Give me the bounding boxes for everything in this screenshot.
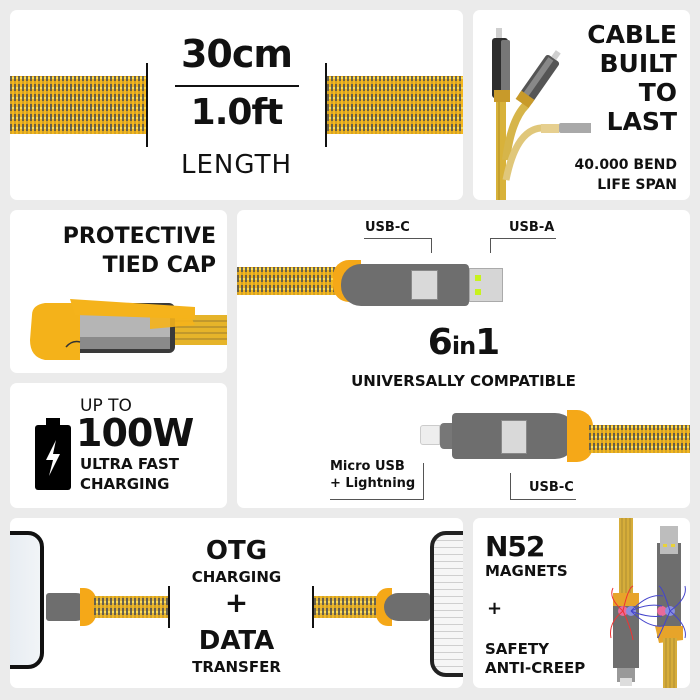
braided-cable-right: [327, 76, 463, 134]
power-prefix: UP TO: [80, 396, 132, 416]
magnets-subtitle: MAGNETS: [485, 562, 568, 580]
cable-cap-image: [30, 299, 227, 360]
subline-line: LIFE SPAN: [597, 177, 677, 193]
power-wattage: 100W: [76, 411, 194, 455]
headline-number-2: 1: [475, 322, 500, 363]
headline-line: CABLE: [587, 20, 677, 49]
otg-cable-right: [314, 596, 388, 618]
subline-line: 40.000 BEND: [574, 157, 677, 173]
otg-marker-right: [312, 586, 314, 628]
anti-creep-feature: SAFETY ANTI-CREEP: [485, 640, 585, 678]
otg-cable-left: [94, 596, 168, 618]
durability-panel: CABLE BUILT TO LAST 40.000 BEND LIFE SPA…: [473, 10, 690, 200]
braided-cable-left: [10, 76, 146, 134]
label-micro-lightning: Micro USB + Lightning: [330, 458, 415, 492]
magnets-plus: +: [487, 598, 503, 619]
otg-title: OTG: [205, 536, 268, 566]
headline-line: LAST: [606, 107, 677, 136]
connector-collar-bottom: [567, 410, 593, 462]
data-title: DATA: [198, 626, 275, 656]
headline-number: 6: [427, 322, 453, 363]
compatibility-subtitle: UNIVERSALLY COMPATIBLE: [351, 372, 576, 390]
headline-line: BUILT: [599, 49, 677, 78]
length-imperial: 1.0ft: [190, 92, 284, 133]
otg-plug-right: [384, 593, 430, 621]
cap-title-line: PROTECTIVE: [62, 224, 216, 249]
leader-usb-c-top: [364, 238, 432, 253]
durability-subline: 40.000 BEND LIFE SPAN: [575, 155, 677, 195]
braided-cable-top: [237, 267, 337, 295]
length-panel: 30cm 1.0ft LENGTH: [10, 10, 463, 200]
six-in-one-headline: 6in1: [237, 322, 690, 363]
length-marker-right: [325, 63, 327, 147]
length-metric: 30cm: [180, 32, 293, 76]
power-desc-line: ULTRA FAST: [80, 455, 180, 473]
usb-a-plug: [469, 268, 503, 302]
length-divider: [175, 85, 299, 87]
feature-line: SAFETY: [485, 640, 549, 658]
cap-title-line: TIED CAP: [102, 253, 216, 278]
label-usb-c-top: USB-C: [365, 220, 410, 235]
data-subtitle: TRANSFER: [192, 658, 281, 676]
leader-usb-c-bottom: [510, 473, 576, 500]
power-panel: UP TO 100W ULTRA FAST CHARGING: [10, 383, 227, 508]
leader-usb-a-top: [490, 238, 556, 253]
cap-title: PROTECTIVE TIED CAP: [63, 222, 216, 280]
label-usb-a-top: USB-A: [509, 220, 555, 235]
feature-line: ANTI-CREEP: [485, 659, 586, 677]
device-right: [430, 531, 463, 677]
power-desc-line: CHARGING: [80, 475, 170, 493]
otg-panel: OTG CHARGING + DATA TRANSFER: [10, 518, 463, 688]
cap-panel: PROTECTIVE TIED CAP: [10, 210, 227, 373]
otg-subtitle: CHARGING: [191, 568, 282, 586]
usb-c-port-top: [411, 270, 438, 300]
magnets-panel: N52 MAGNETS + SAFETY ANTI-CREEP: [473, 518, 690, 688]
length-label: LENGTH: [180, 150, 292, 180]
usb-a-contact: [475, 289, 481, 295]
battery-charging-icon: [35, 418, 71, 490]
label-usb-c-bottom: USB-C: [529, 480, 574, 495]
compatibility-panel: USB-C USB-A 6in1 UNIVERSALLY COMPATIBLE …: [237, 210, 690, 508]
phone-left: [10, 531, 44, 669]
length-marker-left: [146, 63, 148, 147]
usb-a-contact: [475, 275, 481, 281]
durability-headline: CABLE BUILT TO LAST: [587, 20, 677, 136]
headline-line: TO: [638, 78, 677, 107]
otg-marker-left: [168, 586, 170, 628]
otg-collar-left: [80, 588, 96, 626]
otg-plus: +: [224, 586, 249, 619]
label-line: + Lightning: [330, 476, 416, 491]
bent-cable-image: [492, 28, 591, 200]
power-description: ULTRA FAST CHARGING: [80, 454, 179, 494]
magnets-title: N52: [485, 530, 545, 563]
braided-cable-bottom: [589, 425, 690, 453]
magnetic-connector-image: [610, 518, 686, 688]
usb-c-adapter-top: [341, 264, 469, 306]
label-line: Micro USB: [330, 459, 405, 474]
headline-in: in: [451, 332, 476, 360]
usb-c-port-bottom: [501, 420, 527, 454]
lightning-tip: [420, 425, 440, 445]
leader-micro-lightning: [330, 463, 424, 500]
